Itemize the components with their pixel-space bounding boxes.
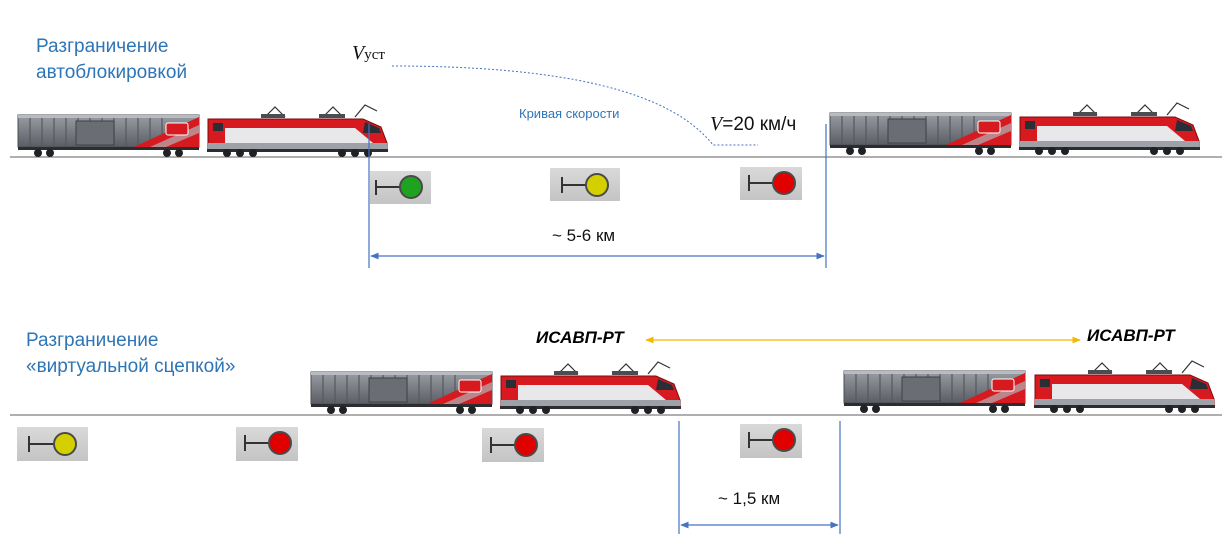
signal-lamp-red-icon [772,171,796,195]
signal-bottom-1 [17,427,88,461]
freight-wagon-bottom-left [310,371,493,415]
locomotive-top-right [1018,102,1201,156]
v-set-subscript: уст [364,47,385,63]
virtual-coupling-title: Разграничение «виртуальной сцепкой» [26,328,235,380]
signal-top-1 [370,171,431,204]
freight-wagon-top-left [17,114,200,158]
signal-lamp-red-icon [268,431,292,455]
signal-top-2 [550,168,620,201]
signal-bottom-4 [740,424,802,458]
v-set-symbol: V [352,42,365,64]
freight-wagon-bottom-right [843,370,1026,414]
signal-lamp-green-icon [399,175,423,199]
signal-bottom-3 [482,428,544,462]
locomotive-top-left [206,104,389,158]
freight-wagon-top-right [829,112,1012,156]
signal-bottom-2 [236,427,298,461]
isavp-label-left: ИСАВП-РТ [536,328,624,347]
signal-lamp-yellow-icon [53,432,77,456]
autoblock-title-line1: Разграничение [36,36,169,57]
speed-curve-label: Кривая скорости [519,106,620,121]
v-limit-value: =20 км/ч [722,114,797,135]
isavp-label-right: ИСАВП-РТ [1087,326,1175,345]
locomotive-bottom-left [499,361,682,415]
signal-top-3 [740,167,802,200]
virtual-coupling-title-line1: Разграничение [26,330,159,351]
distance-label-virtual: ~ 1,5 км [718,489,781,508]
signal-lamp-red-icon [514,433,538,457]
speed-curve [391,65,758,146]
autoblock-title: Разграничение автоблокировкой [36,34,187,86]
v-limit-label: V=20 км/ч [710,113,796,136]
signal-lamp-red-icon [772,428,796,452]
signal-lamp-yellow-icon [585,173,609,197]
locomotive-bottom-right [1033,360,1216,414]
virtual-coupling-title-line2: «виртуальной сцепкой» [26,356,236,377]
autoblock-title-line2: автоблокировкой [36,62,188,83]
v-limit-symbol: V [710,113,723,135]
distance-label-autoblock: ~ 5-6 км [552,226,616,245]
v-set-label: Vуст [352,42,385,65]
